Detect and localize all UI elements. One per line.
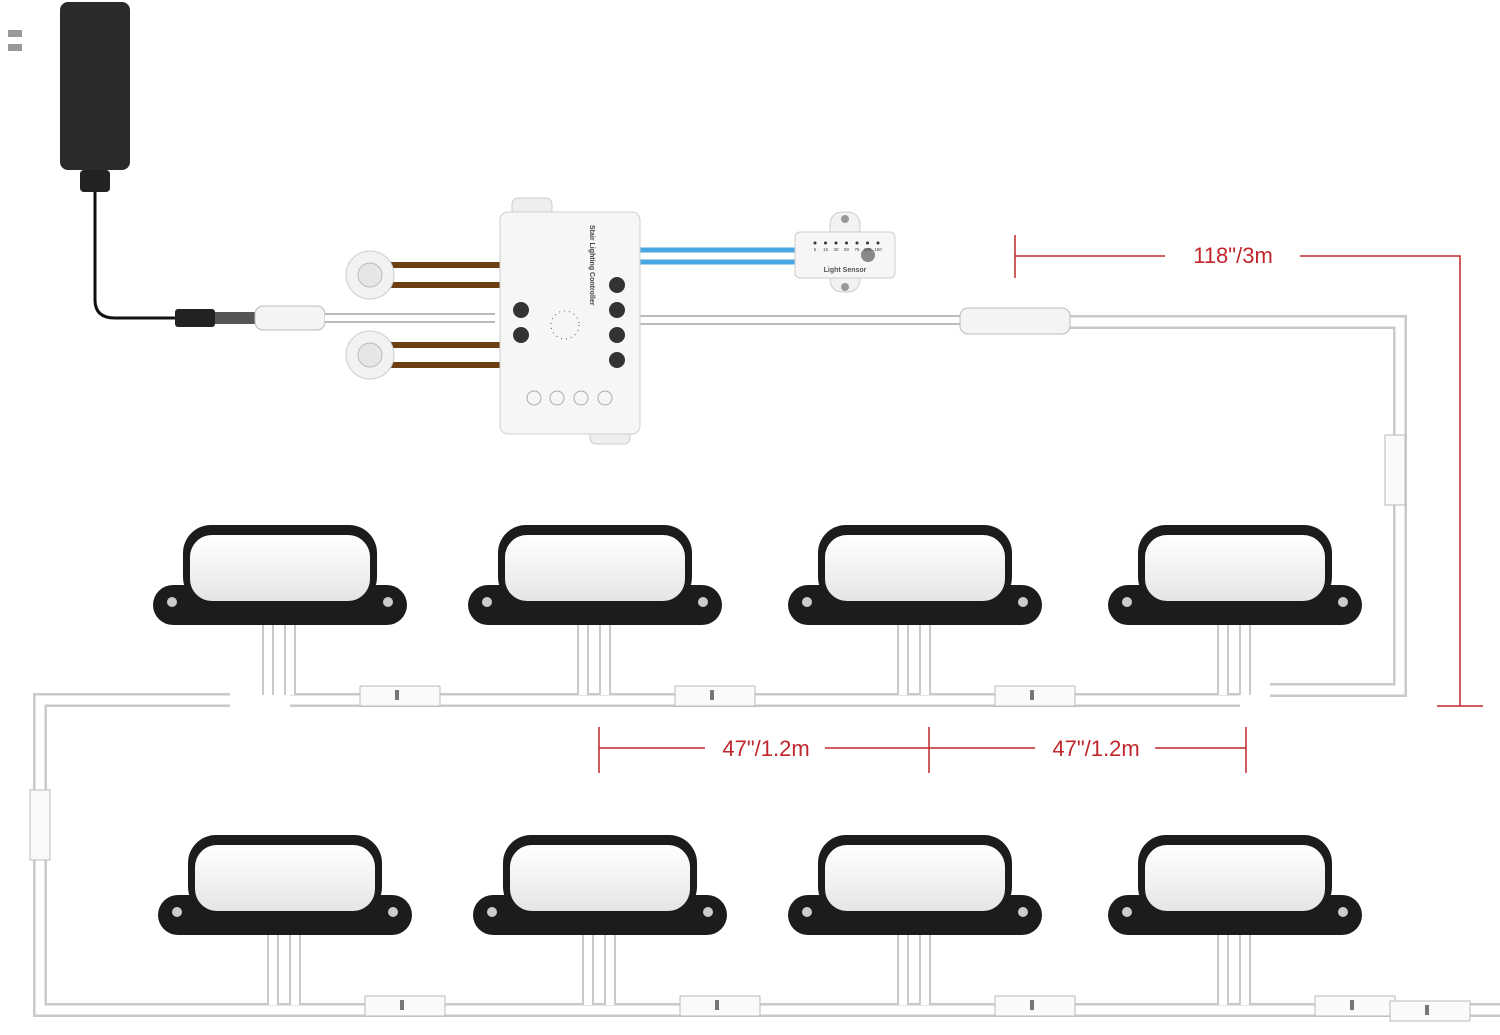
cable-connector [359, 685, 441, 707]
controller-title: Stair Lighting Controller [588, 225, 595, 306]
cable-connector [679, 995, 761, 1017]
scale-dot [824, 241, 827, 245]
scale-dot [845, 241, 848, 245]
cable-connector [994, 685, 1076, 707]
power-adapter [8, 2, 326, 331]
scale-label: 100 [864, 247, 872, 252]
cable-connector [29, 789, 51, 861]
motion-sensor-bottom [345, 330, 395, 380]
scale-dot [876, 241, 880, 245]
step-light-6 [473, 835, 761, 1017]
scale-dot [855, 241, 859, 245]
step-light-1 [153, 525, 441, 707]
scale-label: 30 [833, 247, 839, 252]
cable-connector [1314, 995, 1396, 1017]
scale-label: 50 [844, 247, 850, 252]
cable-connector [364, 995, 446, 1017]
step-light-8 [1108, 835, 1396, 1017]
scale-dot [866, 241, 869, 245]
scale-label: 15 [823, 247, 829, 252]
scale-label: 150 [874, 247, 882, 252]
dimension-vertical [1014, 235, 1483, 707]
step-light-5 [158, 835, 446, 1017]
scale-label: 75 [854, 247, 860, 252]
step-light-4 [1108, 525, 1362, 695]
dimension-label-spacing-2: 47"/1.2m [1052, 736, 1139, 761]
dimension-label-vertical: 118"/3m [1193, 243, 1273, 268]
cable-connector [1389, 1000, 1471, 1022]
scale-dot [834, 241, 838, 245]
cable-connector [674, 685, 756, 707]
scale-dot [813, 241, 817, 245]
scale-label: 5 [814, 247, 817, 252]
step-light-3 [788, 525, 1076, 707]
motion-sensor-top [345, 250, 395, 300]
step-light-7 [788, 835, 1076, 1017]
cable-connector [994, 995, 1076, 1017]
dimension-spacing [598, 727, 1247, 773]
dimension-label-spacing-1: 47"/1.2m [722, 736, 809, 761]
light-sensor-label: Light Sensor [824, 267, 867, 274]
cable-connector [1384, 434, 1406, 506]
stair-lighting-controller: Stair Lighting Controller [499, 197, 641, 445]
step-light-2 [468, 525, 756, 707]
